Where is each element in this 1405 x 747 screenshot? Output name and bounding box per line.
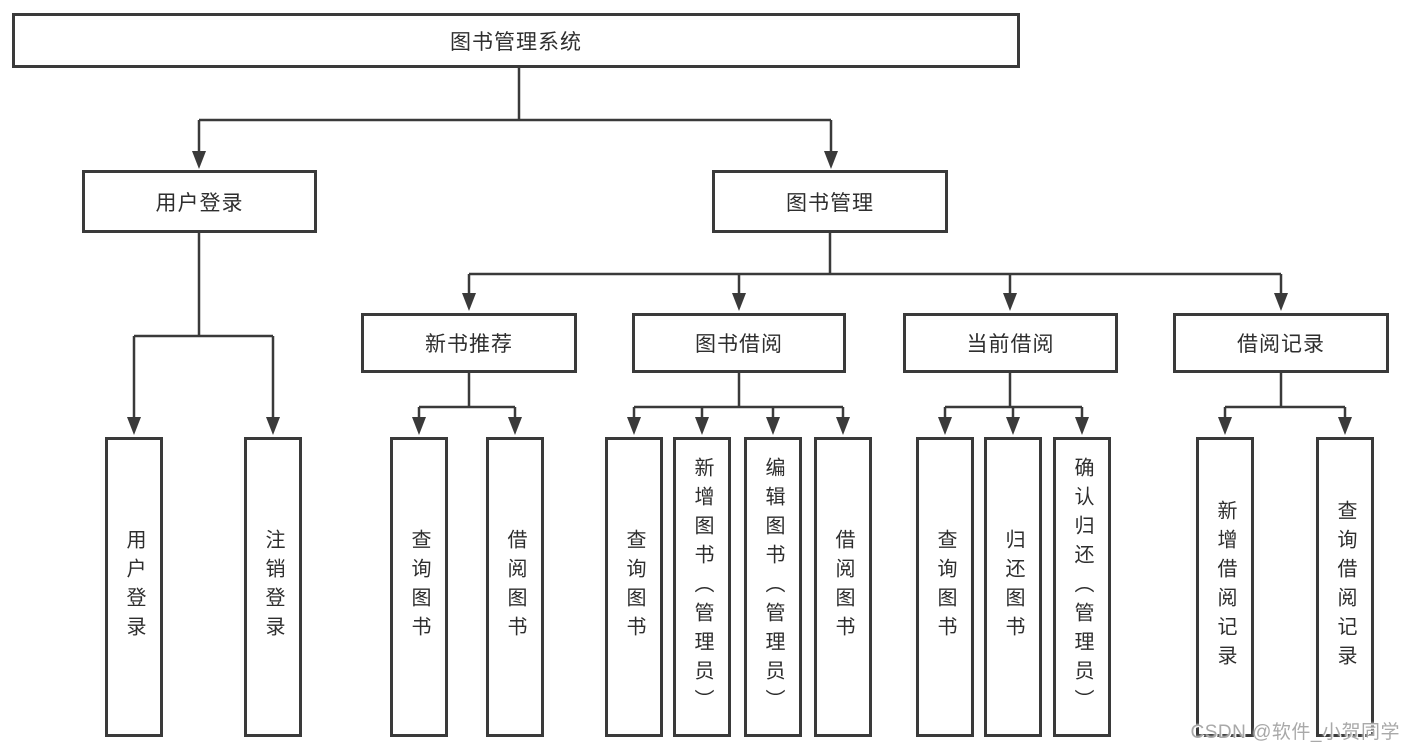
leaf-query-borrow-record: 查询借阅记录: [1316, 437, 1374, 737]
leaf-confirm-return-admin: 确认归还（管理员）: [1053, 437, 1111, 737]
leaf-query-books-recommend: 查询图书: [390, 437, 448, 737]
leaf-query-books-current: 查询图书: [916, 437, 974, 737]
node-library-management-system: 图书管理系统: [12, 13, 1020, 68]
node-book-management: 图书管理: [712, 170, 948, 233]
leaf-add-books-admin: 新增图书（管理员）: [673, 437, 731, 737]
leaf-borrow-books-recommend: 借阅图书: [486, 437, 544, 737]
leaf-return-books: 归还图书: [984, 437, 1042, 737]
node-label: 图书管理: [786, 191, 874, 215]
leaf-query-books-borrow: 查询图书: [605, 437, 663, 737]
node-label: 注销登录: [262, 529, 284, 645]
node-label: 确认归还（管理员）: [1071, 456, 1093, 718]
node-label: 新增图书（管理员）: [691, 456, 713, 718]
node-label: 编辑图书（管理员）: [762, 456, 784, 718]
node-borrow-records: 借阅记录: [1173, 313, 1389, 373]
node-label: 图书管理系统: [450, 30, 582, 54]
leaf-user-login: 用户登录: [105, 437, 163, 737]
csdn-watermark: CSDN @软件_小贺同学: [1190, 722, 1400, 743]
node-label: 查询图书: [623, 529, 645, 645]
node-label: 查询借阅记录: [1334, 500, 1356, 674]
node-label: 用户登录: [123, 529, 145, 645]
node-label: 借阅图书: [832, 529, 854, 645]
leaf-add-borrow-record: 新增借阅记录: [1196, 437, 1254, 737]
node-label: 当前借阅: [966, 333, 1055, 356]
node-new-book-recommend: 新书推荐: [361, 313, 577, 373]
node-label: 查询图书: [408, 529, 430, 645]
leaf-borrow-books: 借阅图书: [814, 437, 872, 737]
node-label: 新增借阅记录: [1214, 500, 1236, 674]
leaf-logout: 注销登录: [244, 437, 302, 737]
node-book-borrow: 图书借阅: [632, 313, 846, 373]
node-user-login: 用户登录: [82, 170, 317, 233]
node-current-borrow: 当前借阅: [903, 313, 1118, 373]
node-label: 新书推荐: [425, 333, 513, 356]
node-label: 借阅图书: [504, 529, 526, 645]
leaf-edit-books-admin: 编辑图书（管理员）: [744, 437, 802, 737]
node-label: 查询图书: [934, 529, 956, 645]
node-label: 用户登录: [155, 191, 244, 215]
node-label: 图书借阅: [695, 333, 783, 356]
node-label: 借阅记录: [1237, 333, 1325, 356]
node-label: 归还图书: [1002, 529, 1024, 645]
